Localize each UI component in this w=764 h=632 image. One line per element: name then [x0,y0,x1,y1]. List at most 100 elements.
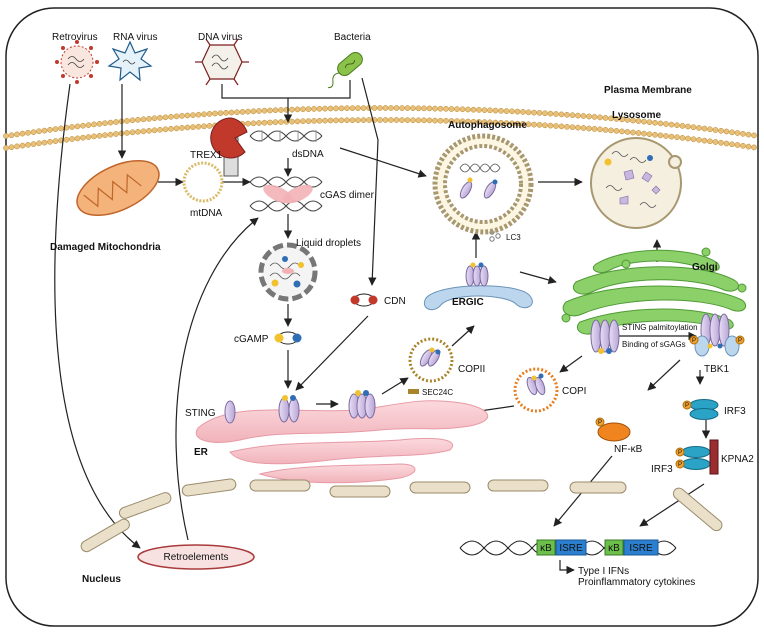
lipid-head [410,105,416,112]
lipid-head [388,105,394,111]
lipid-head [41,139,48,146]
sting-oligomer-icon [348,390,376,419]
lipid-head [256,120,262,126]
lipid-head [349,105,356,112]
damaged-mitochondria-label: Damaged Mitochondria [50,242,161,253]
lipid-head [234,109,240,116]
cdn-icon [350,293,378,307]
lipid-head [701,125,708,132]
lipid-head [311,106,317,112]
lipid-head [564,123,570,130]
output-ifns-label: Type I IFNs [578,566,629,577]
lipid-head [454,118,460,124]
lipid-head [338,105,345,112]
lipid-head [245,120,251,127]
lipid-head [690,124,697,131]
retroelements-label: Retroelements [163,552,228,563]
lipid-head [520,121,526,127]
lipid-head [25,141,31,148]
lipid-head [465,118,471,125]
lipid-head [162,126,169,133]
lipid-head [366,117,372,123]
lipid-head [168,113,174,120]
lipid-head [470,118,477,125]
arrow-transcription [559,560,575,575]
lipid-head [272,119,279,126]
svg-text:P: P [678,450,682,456]
retrovirus-label: Retrovirus [52,32,98,43]
lipid-head [503,120,510,126]
lysosome-label: Lysosome [612,110,662,121]
lipid-head [410,117,416,124]
bacteria-label: Bacteria [334,32,371,43]
lipid-head [729,141,735,148]
lipid-head [630,129,636,136]
lipid-head [685,135,691,142]
arrow-copii-to-ergic [451,325,475,347]
lipid-head [14,143,20,150]
lipid-head [465,106,471,113]
lipid-head [487,107,493,114]
lipid-head [96,132,103,139]
lipid-head [250,108,257,115]
lipid-head [157,126,163,133]
lipid-head [652,119,658,126]
arrow-ergic-to-golgi [519,271,557,285]
lipid-head [498,107,504,114]
lipid-head [245,108,251,115]
lipid-head [344,117,350,124]
lipid-head [432,105,438,112]
lipid-head [542,110,548,117]
lipid-head [635,130,642,136]
lipid-head [619,116,625,123]
lipid-head [509,108,515,115]
lipid-head [624,129,631,135]
golgi-note-1: STING palmitoylation [622,323,698,332]
cgas-dimer-icon [249,176,323,212]
damaged-mitochondria-icon [76,159,160,217]
lipid-head [481,119,488,125]
lipid-head [426,117,433,124]
lipid-head [679,123,686,129]
lipid-head [723,140,730,147]
lipid-head [613,128,620,134]
lipid-head [228,109,235,116]
copi-label: COPI [562,386,586,397]
lipid-head [52,138,59,144]
lipid-head [492,107,499,114]
lipid-head [393,105,400,111]
lipid-head [151,115,158,122]
lipid-head [613,116,620,122]
lipid-head [179,113,185,119]
lipid-head [718,139,724,146]
lipid-head [415,117,422,124]
lipid-head [723,128,730,135]
lipid-head [58,125,64,132]
cell-boundary [5,7,759,627]
dna-virus-label: DNA virus [198,32,242,43]
arrow-golgi-to-copi [559,355,583,373]
golgi-note-2: Binding of sGAGs [622,340,686,349]
lipid-head [47,138,53,145]
lipid-head [96,120,103,127]
lipid-head [80,134,86,141]
lipid-head [25,129,31,136]
lipid-head [641,118,647,125]
lipid-head [751,132,757,139]
lipid-head [652,131,658,138]
lipid-head [223,109,229,116]
lipid-head [261,119,268,126]
sec24c-icon [408,389,419,394]
arrow-cdn-to-sting [295,315,369,391]
lipid-head [509,120,515,127]
lipid-head [399,105,405,111]
liquid-droplet-icon [258,242,318,302]
liquid-droplets-label: Liquid droplets [296,238,361,249]
lc3-label: LC3 [506,233,521,242]
bacteria-icon [328,52,363,89]
nuclear-envelope [80,478,723,553]
lipid-head [311,118,317,124]
sec24c-label: SEC24C [422,388,453,397]
lipid-head [377,117,383,123]
lipid-head [52,126,59,132]
